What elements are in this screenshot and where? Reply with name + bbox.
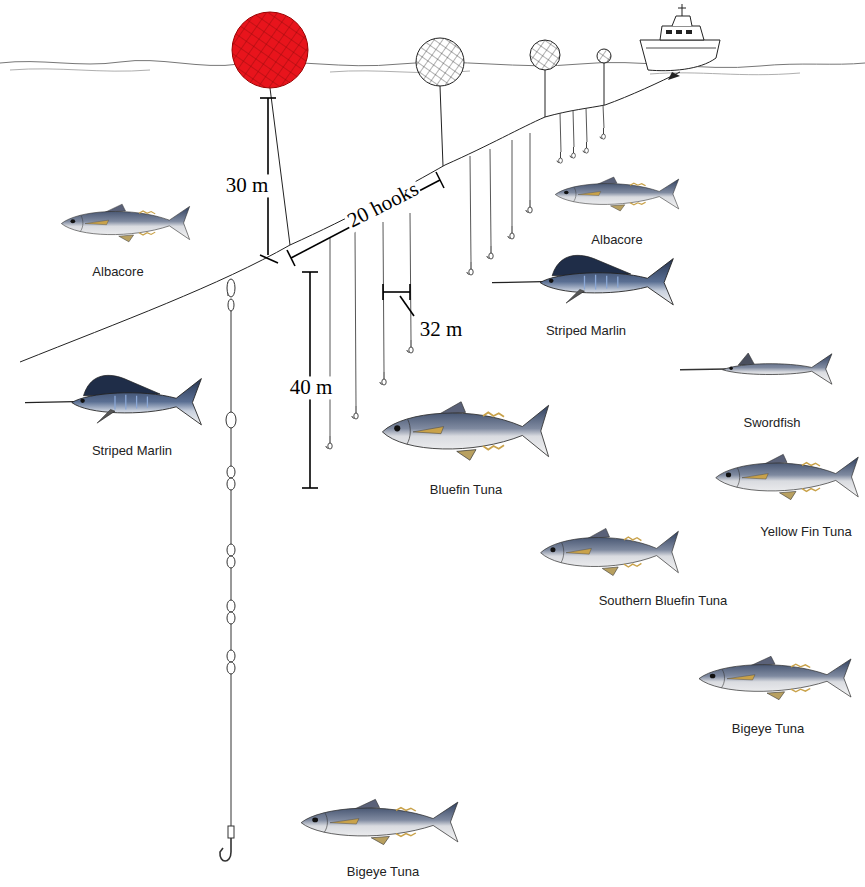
dimension-label: 32 m [418,318,465,341]
species-label: Striped Marlin [92,444,172,458]
species-label: Yellow Fin Tuna [760,525,851,539]
dimension-label: 40 m [288,376,335,399]
species-label: Striped Marlin [546,324,626,338]
dimension-label: 30 m [224,174,271,197]
species-label: Southern Bluefin Tuna [599,594,728,608]
species-label: Bluefin Tuna [430,483,502,497]
species-label: Bigeye Tuna [732,722,804,736]
species-label: Swordfish [743,416,800,430]
species-label: Albacore [591,233,642,247]
species-label: Albacore [92,265,143,279]
species-label: Bigeye Tuna [347,865,419,879]
